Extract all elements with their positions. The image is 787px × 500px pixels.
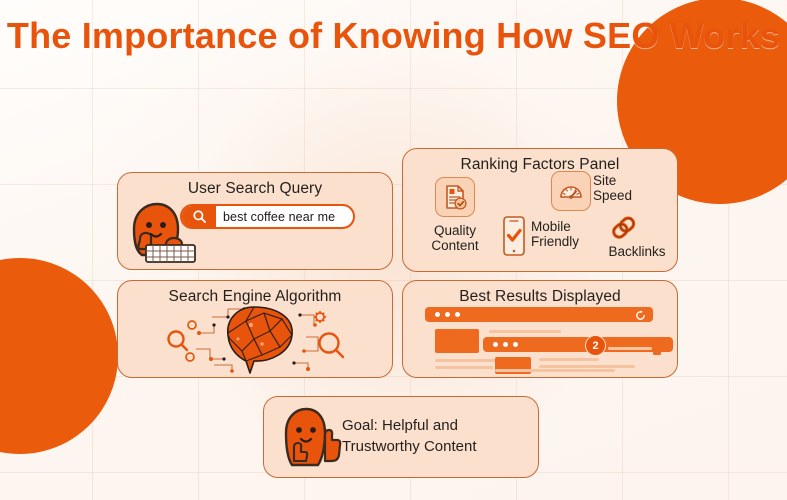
panel-best-results-displayed: Best Results Displayed 2 <box>402 280 678 378</box>
panel-goal: Goal: Helpful and Trustworthy Content <box>263 396 539 478</box>
search-input[interactable]: best coffee near me <box>180 204 355 229</box>
ranking-factor-label-quality-content: Quality Content <box>431 223 479 254</box>
panel-title-user-search-query: User Search Query <box>187 180 323 197</box>
search-query-text: best coffee near me <box>223 209 336 224</box>
panel-search-engine-algorithm: Search Engine Algorithm <box>117 280 393 378</box>
ranking-factor-label-backlinks: Backlinks <box>608 244 666 259</box>
brain-circuit-icon <box>166 303 348 380</box>
page-title: The Importance of Knowing How SEO Works <box>6 15 781 56</box>
panel-title-best-results-displayed: Best Results Displayed <box>459 288 621 305</box>
ranking-factor-label-site-speed: Site Speed <box>593 173 633 204</box>
panel-ranking-factors: Ranking Factors Panel Quality Content <box>402 148 678 272</box>
ranking-factor-label-mobile-friendly: Mobile Friendly <box>531 219 580 250</box>
refresh-icon <box>636 310 645 320</box>
panel-title-ranking-factors: Ranking Factors Panel <box>460 156 620 173</box>
goal-text: Goal: Helpful and Trustworthy Content <box>342 417 477 456</box>
magnifier-icon <box>182 206 216 227</box>
blob-thumbs-up-icon <box>274 405 344 476</box>
mobile-check-icon <box>501 215 527 262</box>
result-badge: 2 <box>585 335 606 356</box>
document-check-icon <box>435 177 475 217</box>
blob-typing-icon <box>124 199 200 270</box>
chain-link-icon <box>607 211 641 250</box>
panel-title-search-engine-algorithm: Search Engine Algorithm <box>168 288 342 305</box>
speedometer-icon <box>551 171 591 211</box>
panel-user-search-query: User Search Query <box>117 172 393 270</box>
